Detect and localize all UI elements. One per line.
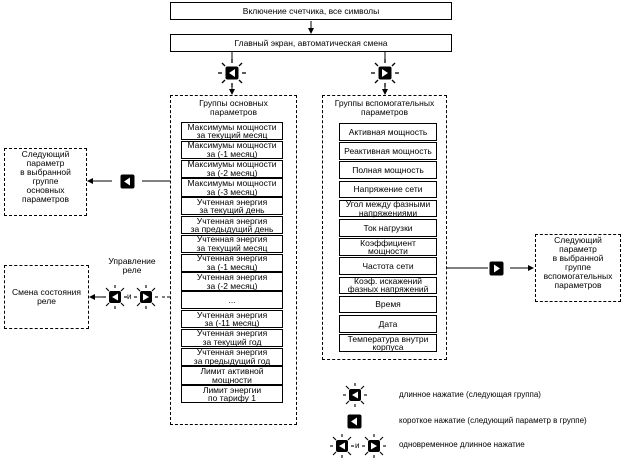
main-group-title: Группы основных параметров	[199, 98, 268, 117]
next-aux-parameter-label: Следующий параметр в выбранной группе вс…	[543, 235, 613, 290]
aux-parameter-cell: Коэффициент мощности	[339, 238, 437, 256]
legend-long-press-icon	[343, 383, 367, 407]
aux-parameters-group	[322, 95, 447, 360]
aux-parameter-cell: Время	[339, 295, 437, 314]
next-aux-parameter-box	[535, 234, 621, 302]
next-main-parameter-label: Следующий параметр в выбранной группе ос…	[20, 149, 71, 204]
aux-parameter-cell: Ток нагрузки	[339, 219, 437, 237]
main-parameter-cell: Учтенная энергия за (-1 месяц)	[181, 253, 283, 272]
main-parameter-cell: Максимумы мощности за текущий месяц	[181, 122, 283, 141]
main-parameter-cell: Учтенная энергия за предыдущий день	[181, 216, 283, 235]
main-parameter-cell: Учтенная энергия за текущий день	[181, 197, 283, 216]
main-parameter-cell: Учтенная энергия за (-11 месяц)	[181, 310, 283, 329]
main-parameter-cell: Максимумы мощности за (-2 месяц)	[181, 159, 283, 178]
power-on-box: Включение счетчика, все символы	[170, 2, 452, 20]
aux-parameter-cell: Угол между фазными напряжениями	[339, 199, 437, 218]
aux-parameter-cell: Реактивная мощность	[339, 142, 437, 160]
main-parameter-cell: Учтенная энергия за (-2 месяц)	[181, 272, 283, 291]
right-button-icon	[489, 261, 504, 276]
main-parameter-cell: Максимумы мощности за (-3 месяц)	[181, 178, 283, 197]
aux-parameter-cell: Частота сети	[339, 257, 437, 276]
main-parameter-cell: Лимит активной мощности	[181, 366, 283, 385]
relay-state-label: Смена состояния реле	[12, 287, 81, 306]
aux-parameter-cell: Активная мощность	[339, 123, 437, 141]
aux-parameter-cell: Напряжение сети	[339, 180, 437, 199]
left-button-long-press-icon	[218, 59, 246, 87]
main-parameter-cell: Максимумы мощности за (-1 месяц)	[181, 140, 283, 160]
legend-short-press-icon	[347, 414, 362, 429]
aux-parameter-cell: Дата	[339, 315, 437, 333]
main-parameters-group	[170, 95, 297, 425]
relay-control-label: Управление реле	[108, 256, 156, 275]
left-button-icon	[120, 174, 135, 189]
next-main-parameter-box	[4, 148, 87, 216]
main-screen-label: Главный экран, автоматическая смена	[234, 37, 388, 48]
main-parameter-cell: Учтенная энергия за текущий год	[181, 328, 283, 348]
power-on-label: Включение счетчика, все символы	[242, 5, 380, 16]
right-button-long-press-icon	[371, 59, 399, 87]
legend-left-long-press-icon	[330, 434, 354, 458]
main-parameter-cell: Учтенная энергия за текущий месяц	[181, 234, 283, 254]
aux-parameter-cell: Полная мощность	[339, 161, 437, 180]
aux-group-title: Группы вспомогательных параметров	[334, 98, 435, 117]
legend-right-long-press-icon	[362, 434, 386, 458]
legend-and-word: и	[355, 441, 360, 450]
aux-parameter-cell: Коэф. искажений фазных напряжений	[339, 276, 437, 295]
relay-state-box	[4, 265, 89, 329]
main-screen-box: Главный экран, автоматическая смена	[170, 34, 452, 52]
aux-parameter-cell: Температура внутри корпуса	[339, 334, 437, 352]
legend-simultaneous-text: одновременное длинное нажатие	[399, 440, 525, 449]
right-button-long-press-icon	[134, 285, 158, 309]
and-word: и	[127, 292, 132, 301]
left-button-long-press-icon	[103, 285, 127, 309]
main-parameter-cell: Учтенная энергия за предыдущий год	[181, 347, 283, 366]
legend-long-press-text: длинное нажатие (следующая группа)	[399, 390, 541, 399]
main-parameter-cell: ...	[181, 291, 283, 310]
legend-short-press-text: короткое нажатие (следующий параметр в г…	[399, 416, 587, 425]
main-parameter-cell: Лимит энергии по тарифу 1	[181, 385, 283, 404]
